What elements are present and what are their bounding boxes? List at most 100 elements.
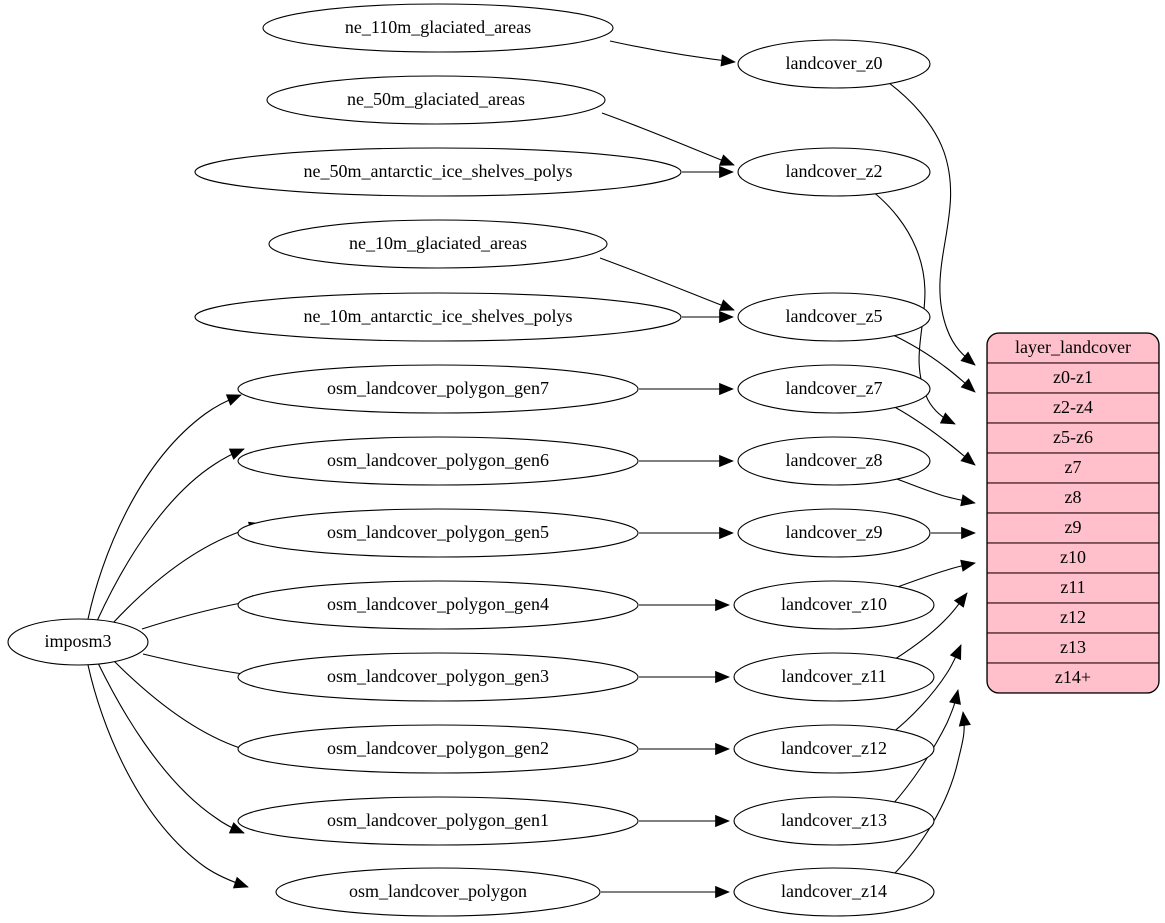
landcover-node-ellipse bbox=[733, 580, 935, 630]
node-ne_10m_antarctic_ice_shelves_polys[interactable]: ne_10m_antarctic_ice_shelves_polys bbox=[194, 292, 682, 342]
node-label: ne_110m_glaciated_areas bbox=[345, 17, 531, 37]
node-landcover_z8[interactable]: landcover_z8 bbox=[737, 436, 931, 486]
edge-arrowhead bbox=[225, 394, 242, 406]
table-row-label: z14+ bbox=[1055, 667, 1091, 687]
landcover-node-ellipse bbox=[737, 364, 931, 414]
osm-node-ellipse bbox=[237, 652, 639, 702]
node-label: landcover_z10 bbox=[781, 594, 887, 614]
edge-arrowhead bbox=[960, 351, 976, 366]
natural-earth-node-ellipse bbox=[194, 147, 682, 197]
edge-landcover_z0-to-layer_landcover_row_0 bbox=[884, 79, 976, 366]
edge-arrowhead bbox=[718, 154, 735, 166]
edge-arrowhead bbox=[960, 378, 976, 393]
natural-earth-node-ellipse bbox=[266, 75, 606, 125]
table-row-z11[interactable] bbox=[987, 572, 1159, 604]
node-landcover_z12[interactable]: landcover_z12 bbox=[733, 724, 935, 774]
node-landcover_z5[interactable]: landcover_z5 bbox=[737, 292, 931, 342]
node-label: osm_landcover_polygon_gen6 bbox=[327, 450, 549, 470]
table-row-label: z10 bbox=[1060, 547, 1086, 567]
node-label: landcover_z14 bbox=[781, 881, 887, 901]
table-row-label: z9 bbox=[1065, 517, 1082, 537]
osm-node-ellipse bbox=[237, 580, 639, 630]
node-osm_landcover_polygon_gen7[interactable]: osm_landcover_polygon_gen7 bbox=[237, 364, 639, 414]
edge-arrowhead bbox=[960, 559, 976, 572]
osm-node-ellipse bbox=[237, 364, 639, 414]
node-label: landcover_z0 bbox=[786, 53, 883, 73]
node-label: osm_landcover_polygon_gen2 bbox=[327, 738, 549, 758]
edge-arrowhead bbox=[715, 598, 730, 612]
layer-landcover-table[interactable]: layer_landcoverz0-z1z2-z4z5-z6z7z8z9z10z… bbox=[986, 332, 1160, 694]
node-label: ne_10m_glaciated_areas bbox=[349, 233, 527, 253]
node-ne_110m_glaciated_areas[interactable]: ne_110m_glaciated_areas bbox=[262, 3, 614, 53]
table-row-z9[interactable] bbox=[987, 512, 1159, 544]
osm-node-ellipse bbox=[237, 508, 639, 558]
node-landcover_z11[interactable]: landcover_z11 bbox=[733, 652, 935, 702]
edge-arrowhead bbox=[718, 299, 735, 311]
landcover-node-ellipse bbox=[737, 39, 931, 89]
edge-imposm3-to-osm_landcover_polygon_gen7 bbox=[87, 394, 242, 620]
node-landcover_z7[interactable]: landcover_z7 bbox=[737, 364, 931, 414]
node-label: osm_landcover_polygon_gen1 bbox=[327, 810, 549, 830]
node-landcover_z13[interactable]: landcover_z13 bbox=[733, 796, 935, 846]
osm-node-ellipse bbox=[237, 436, 639, 486]
node-ne_50m_glaciated_areas[interactable]: ne_50m_glaciated_areas bbox=[266, 75, 606, 125]
node-label: ne_50m_antarctic_ice_shelves_polys bbox=[304, 161, 573, 181]
table-row-label: z0-z1 bbox=[1053, 367, 1093, 387]
edge-imposm3-to-osm_landcover_polygon_gen1 bbox=[97, 662, 245, 834]
edge-arrowhead bbox=[719, 310, 734, 324]
landcover-node-ellipse bbox=[737, 508, 931, 558]
node-landcover_z0[interactable]: landcover_z0 bbox=[737, 39, 931, 89]
edge-ne_110m_glaciated_areas-to-landcover_z0 bbox=[609, 40, 736, 63]
node-label: landcover_z11 bbox=[781, 666, 886, 686]
node-landcover_z14[interactable]: landcover_z14 bbox=[733, 867, 935, 917]
node-label: landcover_z12 bbox=[781, 738, 887, 758]
table-row-z12[interactable] bbox=[987, 602, 1159, 634]
table-row-z13[interactable] bbox=[987, 632, 1159, 664]
edge-arrowhead bbox=[715, 742, 730, 756]
edge-arrowhead bbox=[939, 412, 956, 425]
table-row-z14+[interactable] bbox=[987, 662, 1159, 693]
node-osm_landcover_polygon_gen2[interactable]: osm_landcover_polygon_gen2 bbox=[237, 724, 639, 774]
landcover-node-ellipse bbox=[733, 652, 935, 702]
node-label: osm_landcover_polygon_gen4 bbox=[327, 594, 549, 614]
edge-arrowhead bbox=[715, 814, 730, 828]
node-label: landcover_z2 bbox=[786, 161, 883, 181]
node-imposm3[interactable]: imposm3 bbox=[7, 618, 149, 666]
node-label: osm_landcover_polygon_gen3 bbox=[327, 666, 549, 686]
landcover-node-ellipse bbox=[737, 147, 931, 197]
node-ne_10m_glaciated_areas[interactable]: ne_10m_glaciated_areas bbox=[268, 219, 608, 269]
node-osm_landcover_polygon_gen1[interactable]: osm_landcover_polygon_gen1 bbox=[237, 796, 639, 846]
node-landcover_z2[interactable]: landcover_z2 bbox=[737, 147, 931, 197]
edge-arrowhead bbox=[960, 494, 976, 507]
edge-arrowhead bbox=[960, 451, 976, 466]
node-osm_landcover_polygon_gen4[interactable]: osm_landcover_polygon_gen4 bbox=[237, 580, 639, 630]
table-row-label: z11 bbox=[1060, 577, 1085, 597]
source-node-ellipse bbox=[7, 618, 149, 666]
node-osm_landcover_polygon_gen3[interactable]: osm_landcover_polygon_gen3 bbox=[237, 652, 639, 702]
landcover-node-ellipse bbox=[733, 867, 935, 917]
edge-arrowhead bbox=[720, 54, 736, 67]
node-label: osm_landcover_polygon_gen7 bbox=[327, 378, 549, 398]
table-row-z7[interactable] bbox=[987, 452, 1159, 484]
node-ne_50m_antarctic_ice_shelves_polys[interactable]: ne_50m_antarctic_ice_shelves_polys bbox=[194, 147, 682, 197]
landcover-node-ellipse bbox=[733, 796, 935, 846]
table-outline bbox=[986, 332, 1160, 694]
edge-arrowhead bbox=[961, 526, 976, 540]
table-header-label: layer_landcover bbox=[1015, 337, 1131, 357]
node-label: landcover_z9 bbox=[786, 522, 883, 542]
node-osm_landcover_polygon[interactable]: osm_landcover_polygon bbox=[275, 867, 601, 917]
node-osm_landcover_polygon_gen5[interactable]: osm_landcover_polygon_gen5 bbox=[237, 508, 639, 558]
edge-arrowhead bbox=[719, 165, 734, 179]
osm-node-ellipse bbox=[275, 867, 601, 917]
node-label: landcover_z8 bbox=[786, 450, 883, 470]
table-header-cell bbox=[987, 333, 1159, 364]
edge-arrowhead bbox=[953, 592, 968, 608]
osm-node-ellipse bbox=[237, 796, 639, 846]
node-landcover_z10[interactable]: landcover_z10 bbox=[733, 580, 935, 630]
table-row-label: z13 bbox=[1060, 637, 1086, 657]
node-osm_landcover_polygon_gen6[interactable]: osm_landcover_polygon_gen6 bbox=[237, 436, 639, 486]
edge-arrowhead bbox=[715, 885, 730, 899]
node-landcover_z9[interactable]: landcover_z9 bbox=[737, 508, 931, 558]
